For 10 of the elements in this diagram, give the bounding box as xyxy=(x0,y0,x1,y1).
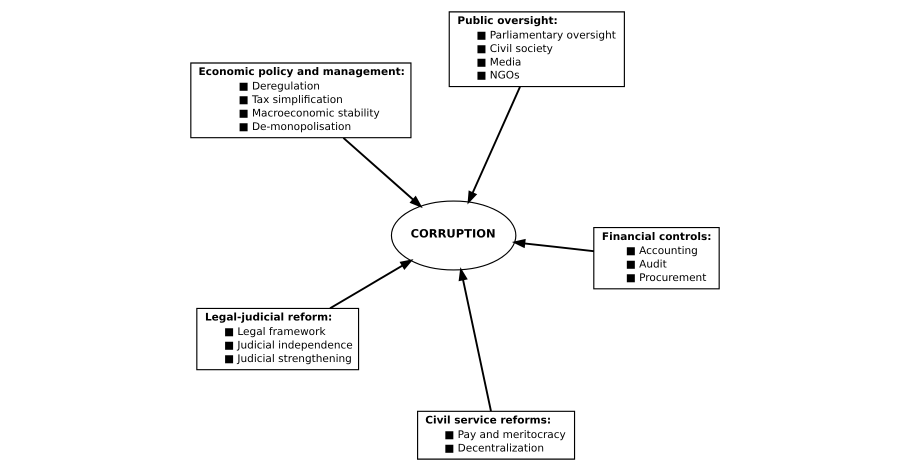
arrow xyxy=(458,267,492,412)
node-box: Economic policy and management: ■ Deregulation ■ Tax simplification ■ Macroeconomic stability ■ De-monopolisation xyxy=(190,62,412,138)
arrow xyxy=(466,86,520,205)
arrow xyxy=(511,238,594,252)
arrow xyxy=(342,137,422,208)
node-box: Public oversight: ■ Parliamentary oversight ■ Civil society ■ Media ■ NGOs xyxy=(448,11,624,88)
node-box: Financial controls: ■ Accounting ■ Audit ■ Procurement xyxy=(592,227,720,290)
node-box: Civil service reforms: ■ Pay and meritocracy ■ Decentralization xyxy=(416,410,575,460)
node-box: Legal-judicial reform: ■ Legal framework ■ Judicial independence ■ Judicial strengthening xyxy=(196,308,359,370)
arrow xyxy=(329,259,413,310)
